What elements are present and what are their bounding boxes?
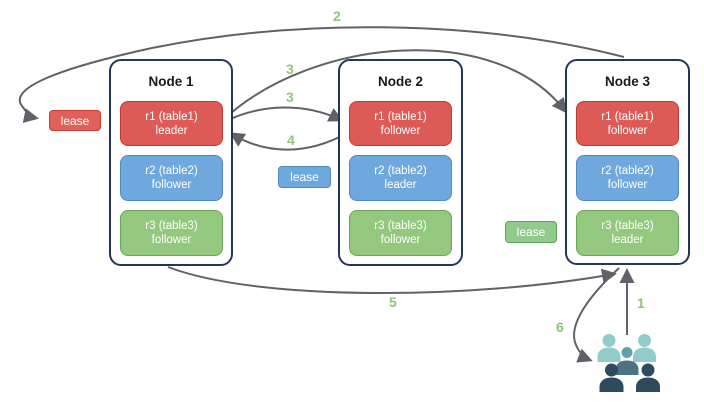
replica-role: leader xyxy=(155,124,188,137)
lease-badge-blue: lease xyxy=(278,166,331,188)
node-3-title: Node 3 xyxy=(604,74,650,89)
replica-role: follower xyxy=(151,234,192,246)
replica-name: r3 (table3) xyxy=(374,220,427,232)
node-1-replica-r1: r1 (table1) leader xyxy=(120,101,223,146)
replica-name: r1 (table1) xyxy=(374,110,427,123)
node-1-replica-r2: r2 (table2) follower xyxy=(120,155,223,201)
replica-role: follower xyxy=(607,179,648,191)
node-2-replica-r1: r1 (table1) follower xyxy=(349,101,452,146)
node-1: Node 1 r1 (table1) leader r2 (table2) fo… xyxy=(109,59,233,266)
node-3-replica-r2: r2 (table2) follower xyxy=(576,155,679,201)
lease-badge-red: lease xyxy=(49,110,101,131)
arrow-step-6 xyxy=(573,267,620,363)
replica-name: r1 (table1) xyxy=(145,110,198,123)
replica-name: r3 (table3) xyxy=(601,220,654,232)
node-3-replica-r1: r1 (table1) follower xyxy=(576,101,679,146)
step-label-1: 1 xyxy=(637,295,645,311)
step-label-5: 5 xyxy=(389,294,397,310)
node-2-replica-r3: r3 (table3) follower xyxy=(349,210,452,256)
node-2-title: Node 2 xyxy=(377,74,423,89)
replica-role: follower xyxy=(151,179,192,191)
node-1-title: Node 1 xyxy=(148,74,194,89)
step-label-3b: 3 xyxy=(286,89,294,105)
replica-role: follower xyxy=(380,124,421,137)
replica-role: leader xyxy=(384,179,417,191)
replica-role: follower xyxy=(380,234,421,246)
clients-people-icon xyxy=(597,334,660,392)
replica-role: leader xyxy=(611,234,644,246)
replica-name: r2 (table2) xyxy=(374,165,427,177)
arrow-step-5 xyxy=(167,266,617,294)
node-3-replica-r3: r3 (table3) leader xyxy=(576,210,679,256)
replica-role: follower xyxy=(607,124,648,137)
arrow-step-3-to-node2 xyxy=(223,106,344,123)
step-label-2: 2 xyxy=(333,8,341,24)
replica-name: r2 (table2) xyxy=(601,165,654,177)
step-label-3a: 3 xyxy=(286,61,294,77)
replica-name: r3 (table3) xyxy=(145,220,198,232)
node-2-replica-r2: r2 (table2) leader xyxy=(349,155,452,201)
step-label-6: 6 xyxy=(556,319,564,335)
node-1-replica-r3: r3 (table3) follower xyxy=(120,210,223,256)
node-2: Node 2 r1 (table1) follower r2 (table2) … xyxy=(338,59,463,266)
node-3: Node 3 r1 (table1) follower r2 (table2) … xyxy=(565,59,690,265)
step-label-4: 4 xyxy=(287,132,295,148)
lease-badge-green: lease xyxy=(505,221,557,243)
replica-name: r2 (table2) xyxy=(145,165,198,177)
replica-name: r1 (table1) xyxy=(601,110,654,123)
